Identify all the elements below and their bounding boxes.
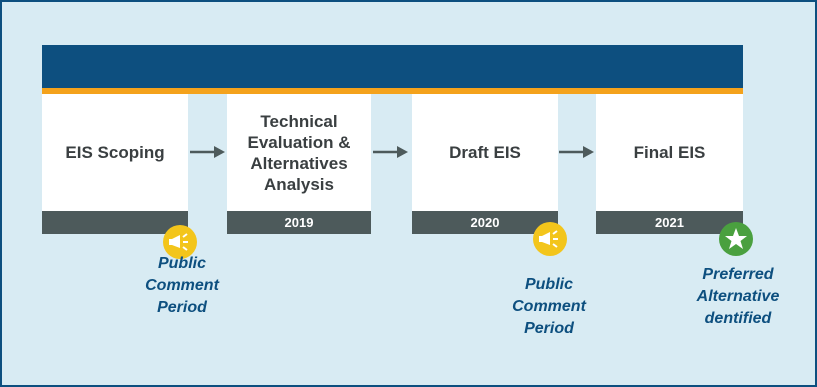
accent-line	[42, 88, 743, 94]
stage-eis-scoping: EIS Scoping	[42, 94, 188, 211]
note-line: Public	[524, 276, 573, 293]
note-line: Comment	[145, 277, 219, 294]
arrow-right-icon	[190, 146, 225, 158]
public-comment-note: Public Comment Period	[489, 274, 609, 340]
preferred-alternative-note: Preferred Alternative dentified	[674, 264, 802, 330]
stage-label-line: Analysis	[264, 174, 334, 194]
note-line: Public	[157, 255, 206, 272]
stage-label: Final EIS	[633, 143, 706, 162]
stage-label-line: Technical	[260, 111, 338, 131]
stage-year-bar: 2021	[596, 211, 743, 234]
arrow-right-icon	[559, 146, 594, 158]
stage-label-line: Alternatives	[250, 153, 348, 173]
stage-year: 2019	[284, 215, 314, 230]
public-comment-note: Public Comment Period	[122, 253, 242, 319]
note-line: Comment	[512, 298, 586, 315]
header-banner	[42, 45, 743, 88]
note-line: Period	[524, 320, 574, 337]
stage-year-bar: 2020	[412, 211, 558, 234]
note-line: Preferred	[702, 266, 774, 283]
stage-draft-eis: Draft EIS	[412, 94, 558, 211]
stage-year: 2020	[470, 215, 500, 230]
star-icon	[719, 222, 753, 256]
stage-final-eis: Final EIS	[596, 94, 743, 211]
stage-label: EIS Scoping	[65, 143, 165, 162]
stage-year: 2021	[655, 215, 684, 230]
note-line: Alternative	[696, 288, 780, 305]
stage-technical-evaluation: Technical Evaluation & Alternatives Anal…	[227, 94, 371, 211]
stage-year-bar: 2019	[227, 211, 371, 234]
note-line: Period	[157, 299, 207, 316]
stage-label-line: Evaluation &	[247, 132, 351, 152]
stage-year-bar	[42, 211, 188, 234]
arrow-right-icon	[373, 146, 408, 158]
stage-label: Draft EIS	[449, 143, 521, 162]
note-line: dentified	[704, 310, 772, 327]
megaphone-icon	[163, 225, 197, 259]
megaphone-icon	[533, 222, 567, 256]
